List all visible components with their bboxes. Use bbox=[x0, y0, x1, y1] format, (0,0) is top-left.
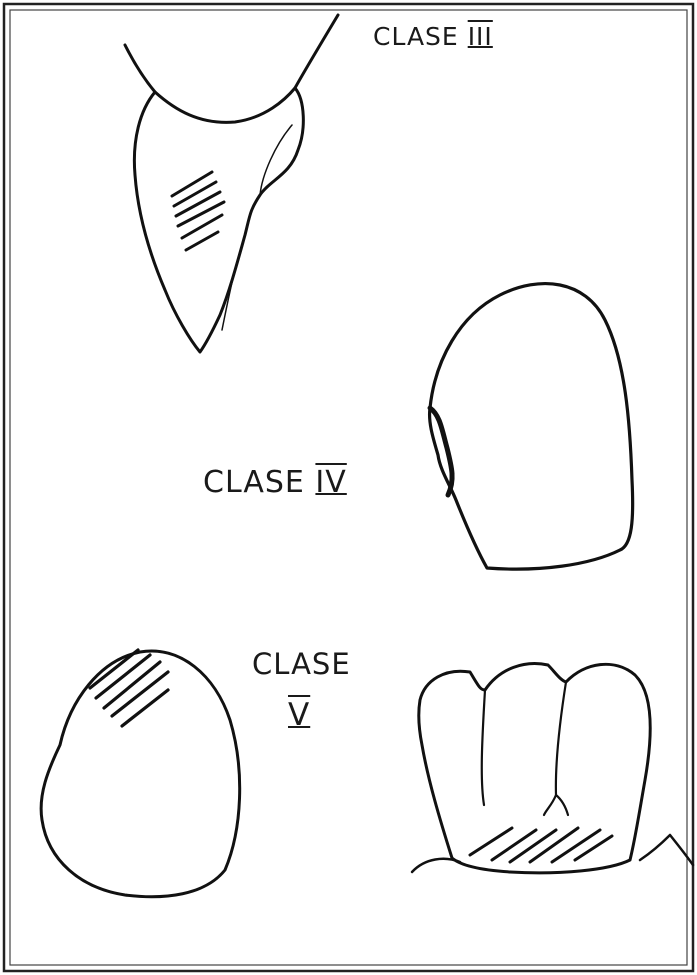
tooth-class-v-incisor bbox=[41, 650, 240, 897]
label-class-v-numeral: V bbox=[288, 700, 310, 731]
label-class-iii-word: CLASE bbox=[373, 22, 459, 51]
inner-frame bbox=[10, 10, 687, 965]
label-class-v-word: CLASE bbox=[252, 650, 351, 679]
label-class-iii: CLASE III bbox=[373, 24, 493, 49]
tooth-class-v-molar bbox=[412, 664, 693, 873]
label-class-iv-numeral: IV bbox=[315, 465, 346, 500]
tooth-class-iii bbox=[125, 15, 338, 352]
outer-frame bbox=[4, 4, 693, 971]
label-class-iv: CLASE IV bbox=[203, 468, 347, 498]
label-class-iii-numeral: III bbox=[468, 22, 493, 51]
label-class-iv-word: CLASE bbox=[203, 465, 305, 500]
tooth-class-iv bbox=[430, 284, 633, 570]
